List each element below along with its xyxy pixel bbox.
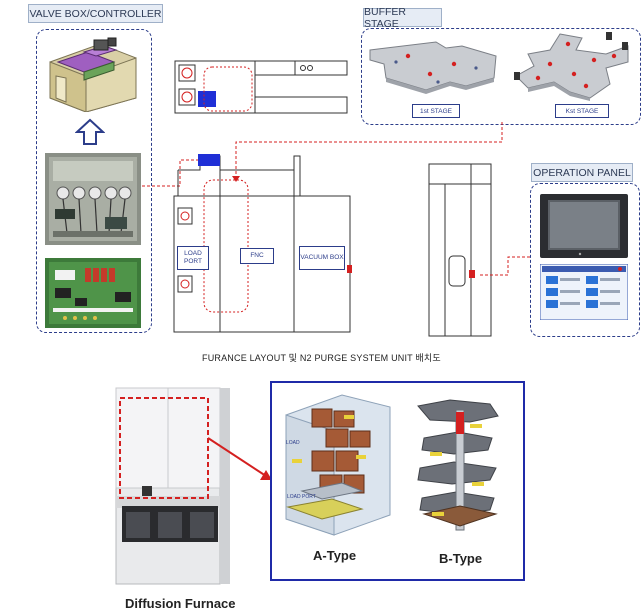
- second-stage-label: Kst STAGE: [555, 104, 609, 118]
- second-stage-model-image: [514, 32, 629, 101]
- fnc-label: FNC: [240, 248, 274, 264]
- operation-panel-screen-image: [540, 264, 628, 320]
- diffusion-furnace-image: [115, 387, 230, 585]
- diffusion-furnace-title: Diffusion Furnace: [125, 596, 236, 611]
- first-stage-label: 1st STAGE: [412, 104, 460, 118]
- b-type-label: B-Type: [439, 551, 483, 566]
- operation-panel-monitor-image: [540, 194, 628, 258]
- first-stage-model-image: [369, 41, 497, 94]
- b-type-model-image: [417, 399, 499, 531]
- load-port-label: LOAD PORT: [177, 246, 209, 270]
- a-type-load-label: LOAD: [286, 440, 300, 446]
- valve-box-title: VALVE BOX/CONTROLLER: [28, 4, 163, 23]
- layout-caption: FURANCE LAYOUT 및 N2 PURGE SYSTEM UNIT 배치…: [202, 353, 441, 363]
- up-arrow-icon: [75, 118, 105, 145]
- operation-panel-title: OPERATION PANEL: [531, 163, 633, 182]
- controller-board-photo: [45, 258, 141, 328]
- vacuum-box-label: VACUUM BOX: [299, 246, 345, 270]
- panel-connector-line: [480, 256, 530, 276]
- a-type-load-port-label: LOAD PORT: [287, 494, 316, 500]
- a-type-label: A-Type: [313, 548, 357, 563]
- zoom-arrow-icon: [207, 437, 272, 480]
- buffer-connector-line: [232, 122, 503, 182]
- valve-controller-photo: [45, 153, 141, 245]
- furnace-side-view: [428, 163, 492, 337]
- a-type-model-image: [285, 394, 391, 536]
- furnace-top-view: [174, 60, 348, 114]
- buffer-stage-title: BUFFER STAGE: [363, 6, 442, 30]
- furnace-front-view: [173, 154, 352, 333]
- valve-box-model-image: [49, 37, 137, 112]
